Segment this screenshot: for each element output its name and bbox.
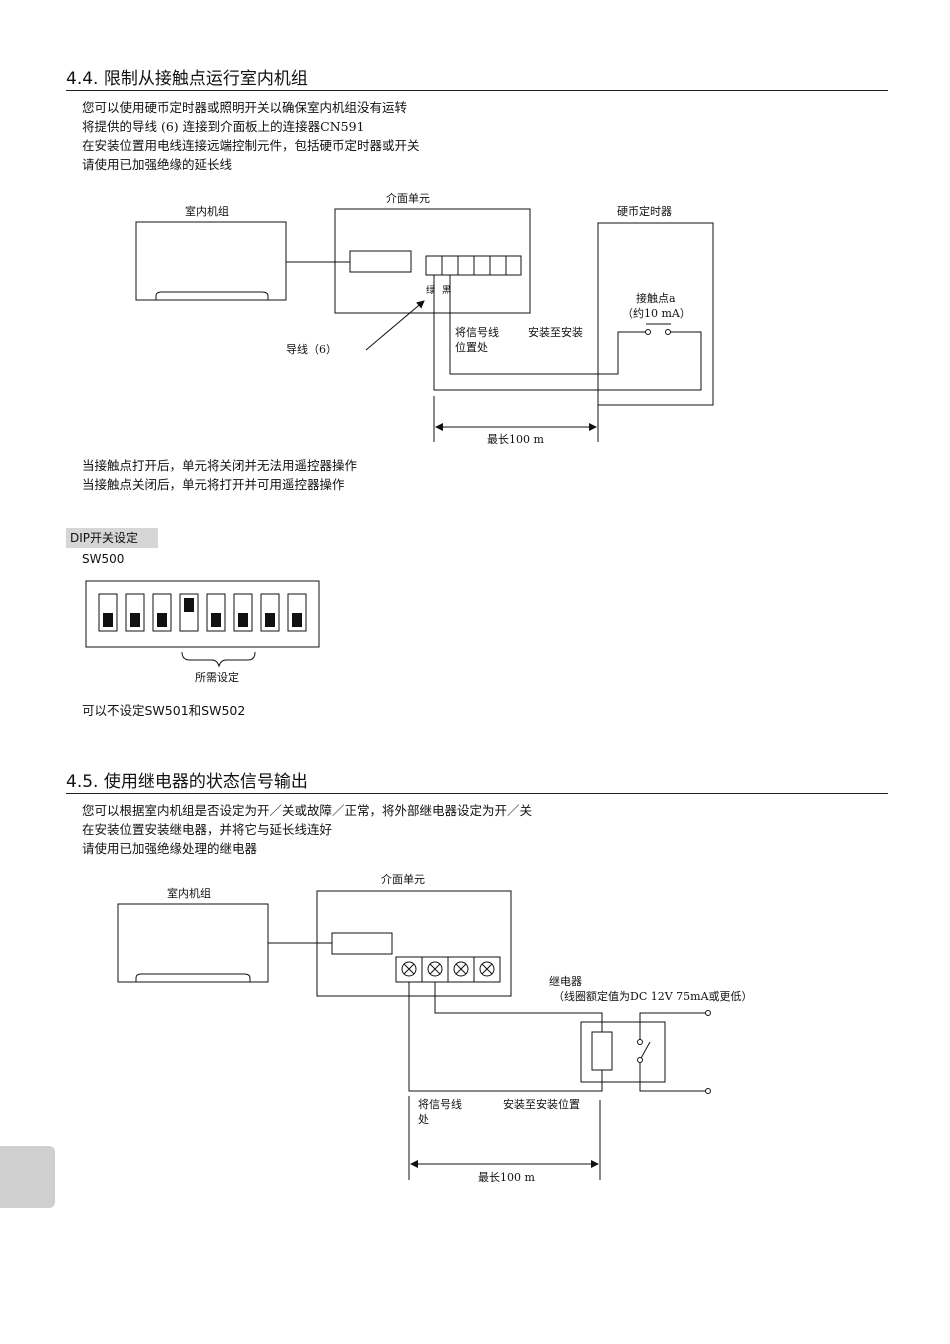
dip-switch-group	[98, 593, 307, 632]
section-44-paragraph-2: 将提供的导线 (6) 连接到介面板上的连接器CN591	[82, 119, 365, 134]
dip-settings-tag: DIP开关设定	[66, 528, 158, 548]
d44-connector-left-label: 绿	[424, 285, 434, 294]
d45-indoor-unit-label: 室内机组	[167, 887, 211, 900]
dip-required-label: 所需设定	[195, 671, 239, 684]
page-side-tab	[0, 1146, 55, 1208]
section-44-note-1: 当接触点打开后，单元将关闭并无法用遥控器操作	[82, 458, 358, 473]
dip-switch-3-knob	[157, 613, 167, 627]
d44-install-to-label: 安装至安装	[528, 326, 583, 339]
section-45-rule	[66, 793, 888, 794]
d44-interface-unit-label: 介面单元	[386, 192, 430, 205]
d45-install-to-label: 安装至安装位置	[503, 1098, 580, 1111]
dip-switch-7-knob	[265, 613, 275, 627]
d44-indoor-unit-label: 室内机组	[185, 205, 229, 218]
d45-signal-line-label-1: 将信号线	[418, 1098, 462, 1111]
section-45-paragraph-3: 请使用已加强绝缘处理的继电器	[82, 841, 258, 856]
dip-switch-1-knob	[103, 613, 113, 627]
d44-signal-line-label-1: 将信号线	[455, 326, 499, 339]
dip-switch-2-knob	[130, 613, 140, 627]
d45-interface-unit-label: 介面单元	[381, 873, 425, 886]
section-44-paragraph-1: 您可以使用硬币定时器或照明开关以确保室内机组没有运转	[82, 100, 408, 115]
dip-switch-6-knob	[238, 613, 248, 627]
section-45-paragraph-1: 您可以根据室内机组是否设定为开／关或故障／正常，将外部继电器设定为开／关	[82, 803, 533, 818]
d44-connector-right-label: 黑	[440, 285, 450, 294]
dip-switch-name: SW500	[82, 552, 125, 566]
dip-switch-4-knob	[184, 598, 194, 612]
dip-switch-5-knob	[211, 613, 221, 627]
section-44-paragraph-3: 在安装位置用电线连接远端控制元件，包括硬币定时器或开关	[82, 138, 420, 153]
d44-contact-a-label: 接触点a	[636, 292, 676, 305]
section-45-title: 4.5. 使用继电器的状态信号输出	[66, 772, 308, 792]
dip-switch-8-knob	[292, 613, 302, 627]
d44-coin-timer-label: 硬币定时器	[617, 205, 672, 218]
section-44-note-2: 当接触点关闭后，单元将打开并可用遥控器操作	[82, 477, 345, 492]
d44-max-length-label: 最长100 m	[487, 433, 544, 446]
d45-signal-line-label-2: 处	[418, 1113, 429, 1126]
section-44-title: 4.4. 限制从接触点运行室内机组	[66, 69, 308, 89]
d45-relay-label: 继电器	[549, 975, 582, 988]
section-44-rule	[66, 90, 888, 91]
d44-contact-rating-label: （约10 mA）	[622, 307, 691, 320]
d44-signal-line-label-2: 位置处	[455, 341, 488, 354]
d45-max-length-label: 最长100 m	[478, 1171, 535, 1184]
section-44-paragraph-4: 请使用已加强绝缘的延长线	[82, 157, 233, 172]
d44-wire-label: 导线（6）	[286, 343, 337, 356]
d45-relay-rating-label: （线圈额定值为DC 12V 75mA或更低）	[553, 990, 753, 1003]
section-45-paragraph-2: 在安装位置安装继电器，并将它与延长线连好	[82, 822, 333, 837]
dip-note: 可以不设定SW501和SW502	[82, 703, 246, 718]
